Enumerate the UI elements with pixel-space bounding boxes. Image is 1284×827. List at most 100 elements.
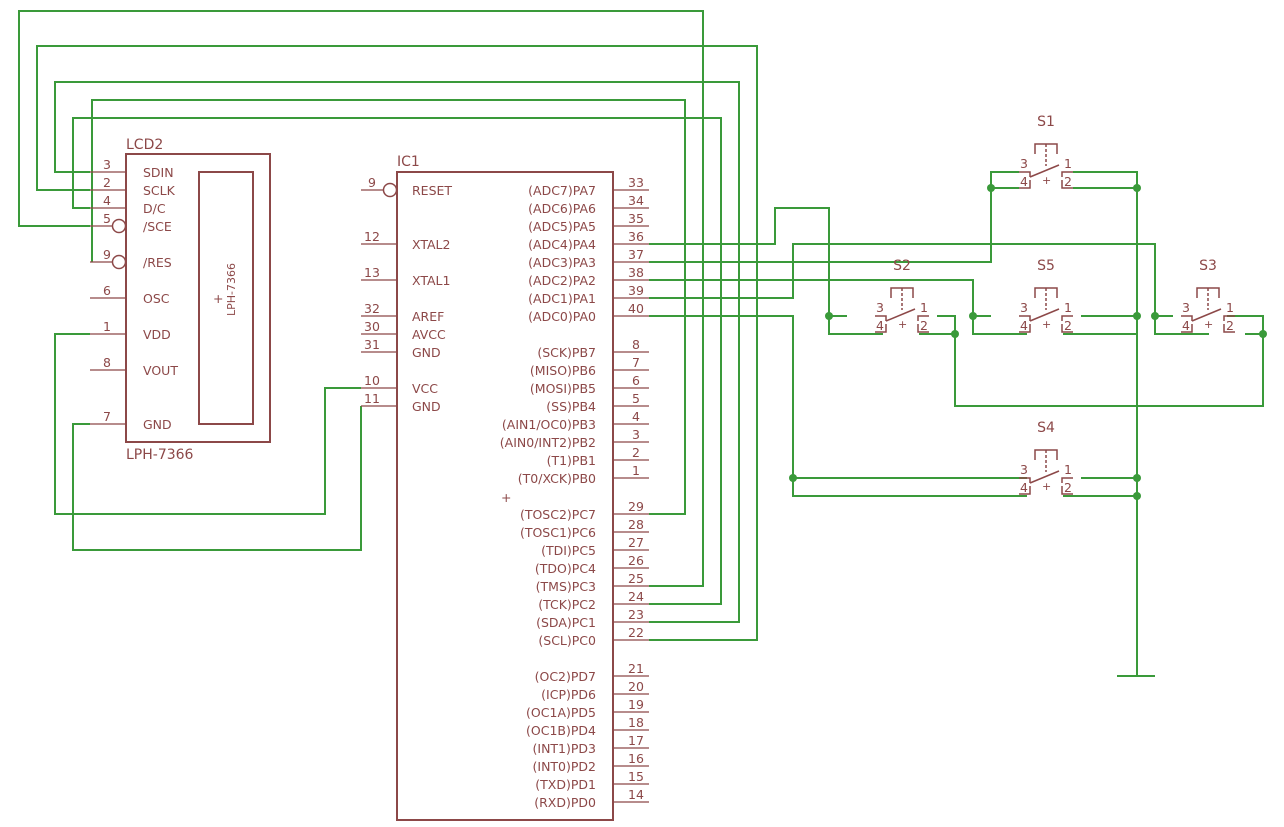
switch-s3-lead-right xyxy=(1223,324,1235,333)
ic1-component: IC1 + 9RESET12XTAL213XTAL132AREF30AVCC31… xyxy=(361,154,649,821)
ic-pin-tdi-pc5-label: (TDI)PC5 xyxy=(541,543,596,558)
ic-pin-txd-pd1-number: 15 xyxy=(628,769,644,784)
lcd2-name: LCD2 xyxy=(126,137,163,153)
wire-net-vdd-vcc xyxy=(54,333,361,515)
wire-s5-pin4-row xyxy=(972,316,1027,335)
ic-pin-oc1b-pd4-label: (OC1B)PD4 xyxy=(526,723,596,738)
ic-pin-mosi-pb5-label: (MOSI)PB5 xyxy=(530,381,596,396)
ic-pin-sck-pb7-number: 8 xyxy=(632,337,640,352)
junction-dot-9 xyxy=(789,474,797,482)
switch-s2-pin-3: 3 xyxy=(876,300,884,315)
lcd-pin-d-c-number: 4 xyxy=(103,193,111,208)
wire-s2-pin1-row xyxy=(937,315,956,334)
switch-s2-lead-right xyxy=(917,324,929,333)
switch-s4-lead-left xyxy=(1019,486,1031,495)
wire-net-pc1-sdin xyxy=(54,81,740,623)
switch-s3-pin-4: 4 xyxy=(1182,318,1190,333)
ic-pin-sda-pc1-label: (SDA)PC1 xyxy=(536,615,596,630)
lcd-pin-sclk-label: SCLK xyxy=(143,183,176,198)
ic-pin-tms-pc3-label: (TMS)PC3 xyxy=(536,579,596,594)
ic-pin-adc1-pa1-label: (ADC1)PA1 xyxy=(528,291,596,306)
switch-s2-origin-mark: + xyxy=(898,318,907,331)
ic-pin-adc1-pa1-number: 39 xyxy=(628,283,644,298)
lcd-pin-vout-label: VOUT xyxy=(143,363,178,378)
lcd-pin-sclk-number: 2 xyxy=(103,175,111,190)
ic-pin-vcc-10-label: VCC xyxy=(412,381,438,396)
ic-pin-int1-pd3-number: 17 xyxy=(628,733,644,748)
lcd-pin-sce-label: /SCE xyxy=(143,219,172,234)
junction-dot-5 xyxy=(969,312,977,320)
lcd-pin-vdd-number: 1 xyxy=(103,319,111,334)
switch-s3-contact-left xyxy=(1181,315,1193,321)
ic-pin-adc0-pa0-label: (ADC0)PA0 xyxy=(528,309,596,324)
switch-s4-contact-left xyxy=(1019,477,1031,483)
switch-s3-lever xyxy=(1191,308,1222,322)
lcd2-display-window xyxy=(198,171,254,425)
ic-pin-t0-xck-pb0-number: 1 xyxy=(632,463,640,478)
junction-dot-11 xyxy=(1133,492,1141,500)
wire-net-pa0-s4 xyxy=(649,315,794,478)
lcd-pin-res-label: /RES xyxy=(143,255,172,270)
switch-s5-pin-1: 1 xyxy=(1064,300,1072,315)
ic-pin-int0-pd2-label: (INT0)PD2 xyxy=(533,759,597,774)
ic-pin-gnd-31-label: GND xyxy=(412,345,441,360)
ic-pin-adc6-pa6-label: (ADC6)PA6 xyxy=(528,201,596,216)
junction-dot-8 xyxy=(1259,330,1267,338)
ic-pin-icp-pd6-number: 20 xyxy=(628,679,644,694)
ic-pin-tms-pc3-number: 25 xyxy=(628,571,644,586)
ic-pin-adc3-pa3-label: (ADC3)PA3 xyxy=(528,255,596,270)
wire-s1-pin1-rail xyxy=(1073,171,1138,188)
ic-pin-tck-pc2-label: (TCK)PC2 xyxy=(538,597,596,612)
ic-pin-xtal1-13-label: XTAL1 xyxy=(412,273,450,288)
switch-s3-origin-mark: + xyxy=(1204,318,1213,331)
ic-pin-aref-32-number: 32 xyxy=(364,301,380,316)
switch-s1-origin-mark: + xyxy=(1042,174,1051,187)
switch-s1-lead-left xyxy=(1019,180,1031,189)
ic-pin-adc3-pa3-number: 37 xyxy=(628,247,644,262)
ic-pin-t0-xck-pb0-label: (T0/XCK)PB0 xyxy=(518,471,596,486)
ic-pin-tosc1-pc6-number: 28 xyxy=(628,517,644,532)
switch-s4-lead-right xyxy=(1061,486,1073,495)
ic-pin-adc5-pa5-label: (ADC5)PA5 xyxy=(528,219,596,234)
switch-s4-pin-1: 1 xyxy=(1064,462,1072,477)
wire-net-s2-s3-link xyxy=(954,334,1264,407)
wire-net-pa2-s5 xyxy=(649,279,974,316)
ic-pin-t1-pb1-label: (T1)PB1 xyxy=(547,453,596,468)
lcd2-origin-mark: + xyxy=(213,291,223,306)
ic-pin-tck-pc2-number: 24 xyxy=(628,589,644,604)
switch-s3-lead-left xyxy=(1181,324,1193,333)
ic-pin-oc2-pd7-number: 21 xyxy=(628,661,644,676)
ic1-right-pins: 33(ADC7)PA734(ADC6)PA635(ADC5)PA536(ADC4… xyxy=(500,175,649,810)
switch-s1-pin-4: 4 xyxy=(1020,174,1028,189)
lcd-pin-gnd-label: GND xyxy=(143,417,172,432)
ic1-body xyxy=(396,171,614,821)
wire-net-pa3-s1 xyxy=(649,188,992,263)
switch-s3-pin-2: 2 xyxy=(1226,318,1234,333)
switch-s1-pin-2: 2 xyxy=(1064,174,1072,189)
switch-s5-name: S5 xyxy=(1037,258,1055,274)
junction-dot-7 xyxy=(1151,312,1159,320)
ic-pin-adc7-pa7-number: 33 xyxy=(628,175,644,190)
switch-s1-lever xyxy=(1029,164,1060,178)
wire-net-gnd-gnd xyxy=(72,406,362,551)
ic-pin-tosc2-pc7-number: 29 xyxy=(628,499,644,514)
wires xyxy=(18,10,1264,676)
ic-pin-rxd-pd0-label: (RXD)PD0 xyxy=(534,795,596,810)
ic-pin-adc0-pa0-number: 40 xyxy=(628,301,644,316)
switch-s3-pin-3: 3 xyxy=(1182,300,1190,315)
ic-pin-txd-pd1-label: (TXD)PD1 xyxy=(535,777,596,792)
lcd2-pins: 3SDIN2SCLK4D/C5/SCE9/RES6OSC1VDD8VOUT7GN… xyxy=(90,157,178,432)
ic-pin-avcc-30-label: AVCC xyxy=(412,327,446,342)
ic-pin-ss-pb4-label: (SS)PB4 xyxy=(546,399,596,414)
lcd-pin-res-inversion-bubble xyxy=(111,254,127,270)
switch-s2-pin-4: 4 xyxy=(876,318,884,333)
ic-pin-rxd-pd0-number: 14 xyxy=(628,787,644,802)
lcd2-value: LPH-7366 xyxy=(126,447,194,463)
switch-s1-lead-right xyxy=(1061,180,1073,189)
wire-net-pc3-sce xyxy=(18,10,704,587)
switch-s1-contact-right xyxy=(1061,171,1073,177)
